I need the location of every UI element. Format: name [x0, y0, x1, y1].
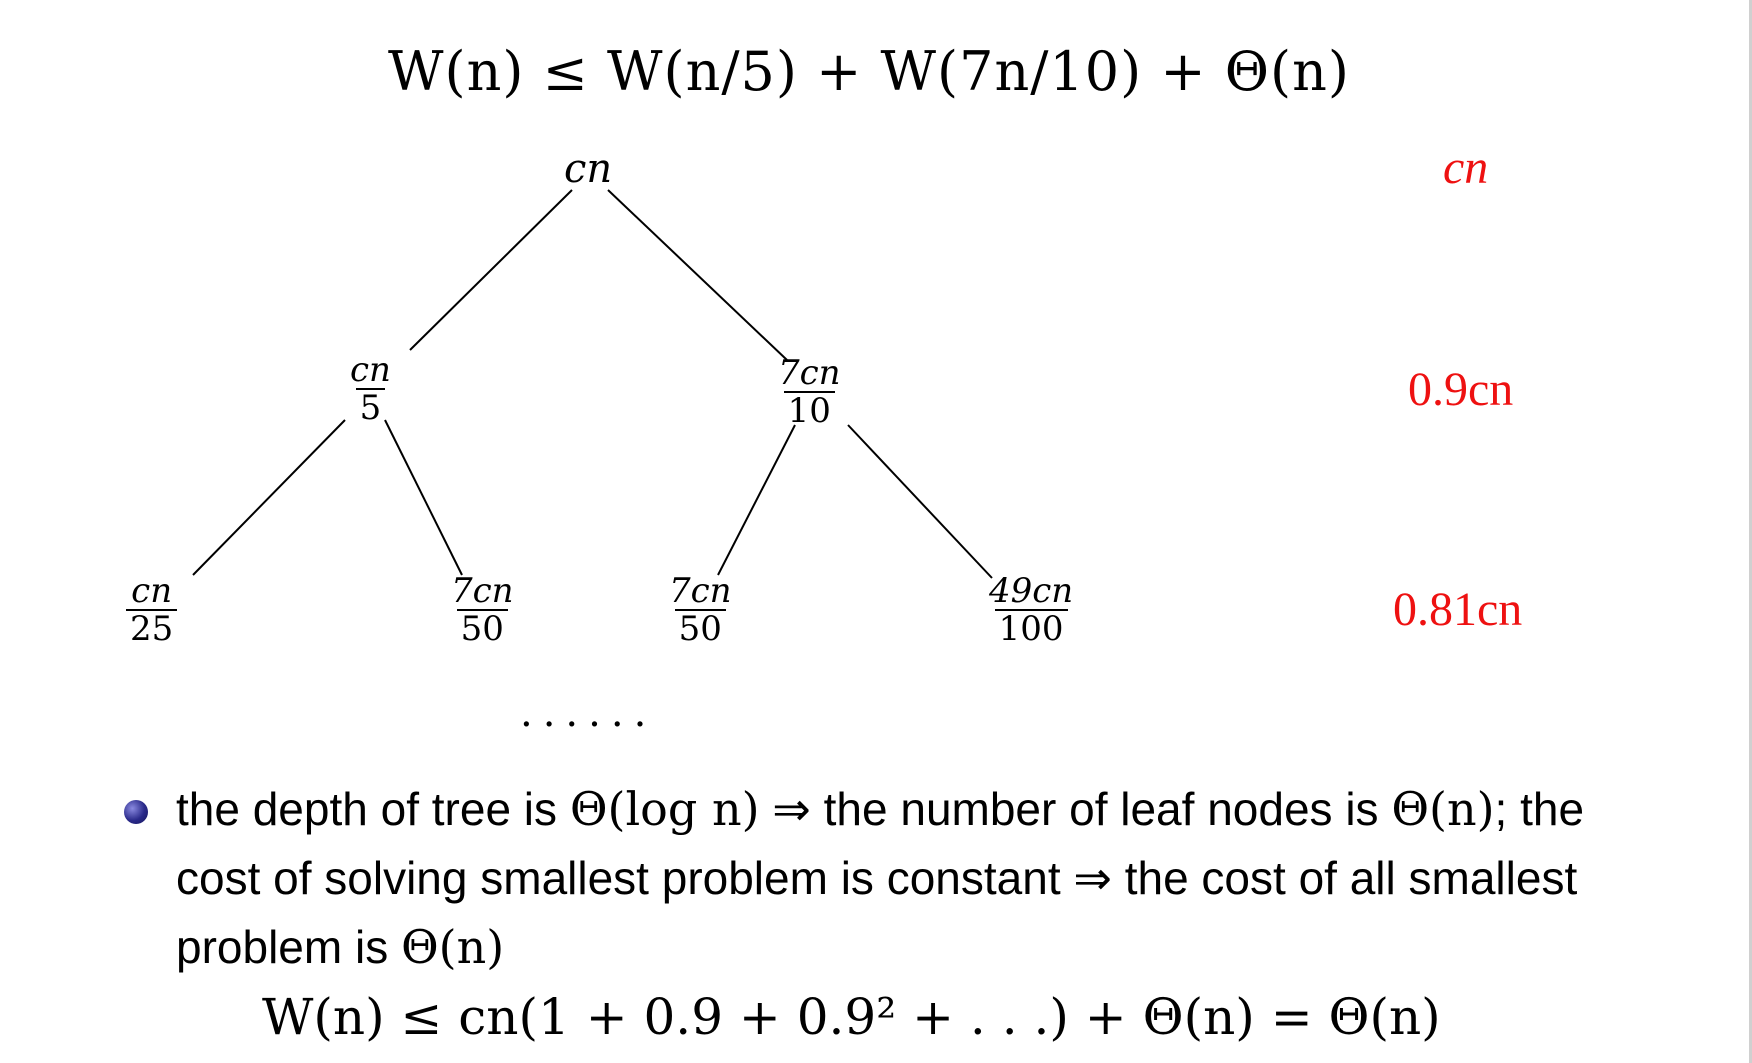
node-l1-right: 7cn 10: [774, 355, 845, 429]
node-numerator: 7cn: [451, 571, 514, 611]
node-numerator: 49cn: [989, 571, 1074, 611]
node-denominator: 50: [674, 609, 726, 647]
bullet-text-1: the depth of tree is: [176, 783, 570, 835]
edge-l1b-l2d: [847, 424, 993, 579]
final-equation: W(n) ≤ cn(1 + 0.9 + 0.9² + . . .) + Θ(n)…: [262, 988, 1441, 1046]
edge-root-right: [607, 189, 788, 361]
ellipsis: ......: [520, 690, 657, 736]
level-cost-2: 0.81cn: [1393, 583, 1523, 636]
edge-root-left: [409, 189, 573, 351]
node-l1-left: cn 5: [346, 352, 395, 426]
level-cost-1: 0.9cn: [1408, 363, 1514, 416]
edge-l1b-l2c: [717, 424, 796, 576]
node-denominator: 100: [994, 609, 1068, 647]
bullet-text-2: ⇒ the number of leaf nodes is: [759, 783, 1392, 835]
node-numerator: cn: [350, 350, 391, 390]
node-l2-4: 49cn 100: [985, 573, 1077, 647]
tree-root: cn: [564, 146, 613, 192]
bullet-math-2: Θ(n): [1391, 782, 1495, 836]
level-cost-0: cn: [1443, 141, 1489, 194]
node-denominator: 5: [355, 388, 386, 426]
node-l2-3: 7cn 50: [665, 573, 736, 647]
bullet-math-1: Θ(log n): [569, 782, 760, 836]
node-l2-2: 7cn 50: [447, 573, 518, 647]
bullet-text-3: ; the cost of solving smallest problem i…: [176, 783, 1585, 973]
node-l2-1: cn 25: [126, 571, 178, 647]
bullet-text: the depth of tree is Θ(log n) ⇒ the numb…: [176, 775, 1596, 982]
page-edge: [1749, 0, 1752, 1063]
bullet-math-3: Θ(n): [400, 920, 505, 974]
edge-l1a-l2a: [192, 419, 346, 576]
node-numerator: cn: [131, 571, 173, 611]
node-denominator: 10: [783, 391, 835, 429]
node-numerator: 7cn: [669, 571, 732, 611]
node-numerator: 7cn: [778, 353, 841, 393]
edge-l1a-l2b: [384, 419, 463, 576]
node-denominator: 50: [456, 609, 508, 647]
bullet-icon: [124, 800, 148, 824]
node-denominator: 25: [126, 609, 178, 647]
recurrence-title: W(n) ≤ W(n/5) + W(7n/10) + Θ(n): [388, 40, 1350, 103]
